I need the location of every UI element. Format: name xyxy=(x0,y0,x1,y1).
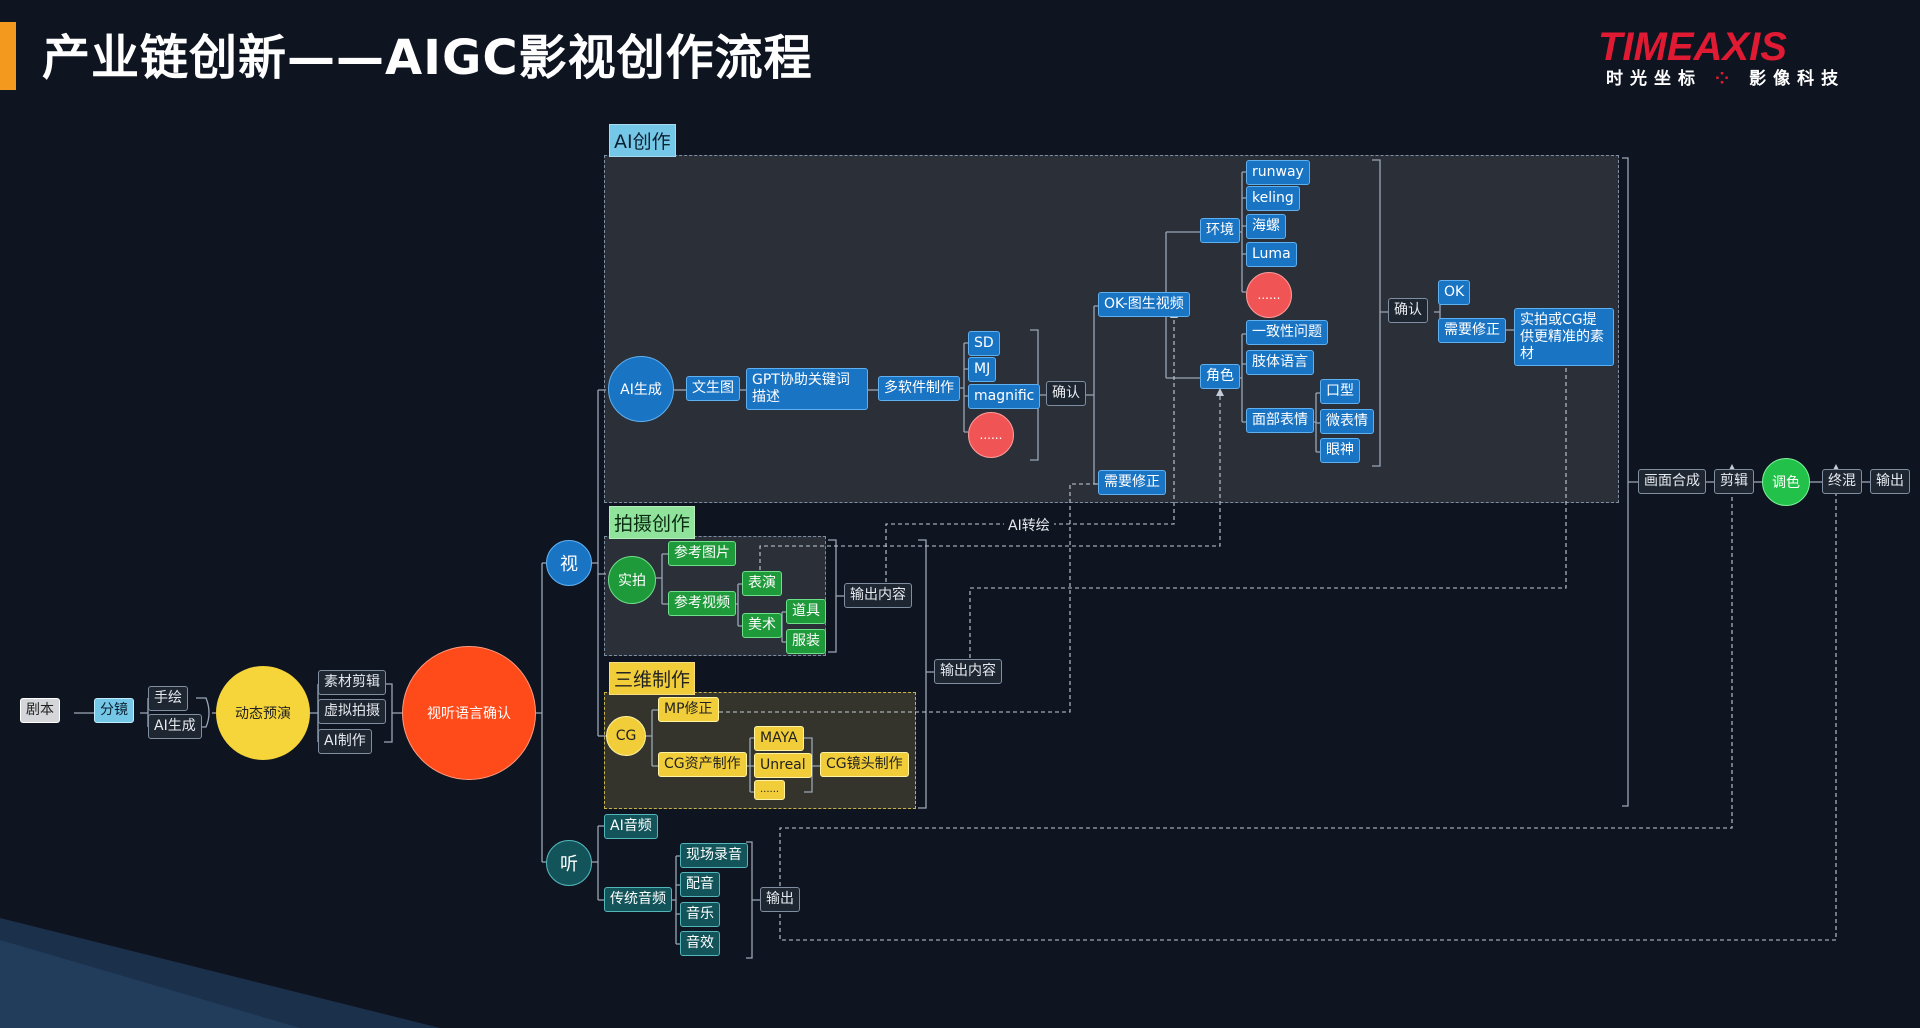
live-shoot-node: 实拍 xyxy=(608,556,656,604)
provide-material-node: 实拍或CG提供更精准的素材 xyxy=(1514,308,1614,367)
need-fix2-node: 需要修正 xyxy=(1438,318,1506,343)
ai-generate-node: AI生成 xyxy=(148,714,202,739)
confirm2-node: 确认 xyxy=(1388,298,1428,323)
face-micro-node: 微表情 xyxy=(1320,409,1374,434)
env-runway-node: runway xyxy=(1246,160,1310,185)
page-title: 产业链创新——AIGC影视创作流程 xyxy=(42,30,813,86)
need-fix-node: 需要修正 xyxy=(1098,470,1166,495)
storyboard-node: 分镜 xyxy=(94,698,134,723)
section-label-shoot: 拍摄创作 xyxy=(609,506,696,539)
traditional-audio-node: 传统音频 xyxy=(604,887,672,912)
env-keling-node: keling xyxy=(1246,186,1300,211)
tool-magnific-node: magnific xyxy=(968,384,1041,409)
edit-node: 剪辑 xyxy=(1714,469,1754,494)
role-body-node: 肢体语言 xyxy=(1246,350,1314,375)
logo-dot-icon: ⁘ xyxy=(1714,69,1737,89)
logo-top-text: TIMEAXIS xyxy=(1598,25,1787,69)
ai-make-node: AI制作 xyxy=(318,729,372,754)
mix-node: 终混 xyxy=(1822,469,1862,494)
face-eyes-node: 眼神 xyxy=(1320,438,1360,463)
logo-bottom-right: 影像科技 xyxy=(1749,69,1846,89)
ok2-node: OK xyxy=(1438,280,1471,305)
cg-shot-node: CG镜头制作 xyxy=(820,752,909,777)
cg-more-node: ...... xyxy=(754,780,786,800)
costume-node: 服装 xyxy=(786,629,826,654)
text-to-image-node: 文生图 xyxy=(686,376,740,401)
cg-asset-node: CG资产制作 xyxy=(658,752,747,777)
audio-sfx-node: 音效 xyxy=(680,931,720,956)
visual-branch-node: 视 xyxy=(546,540,592,586)
ai-audio-node: AI音频 xyxy=(604,814,658,839)
tool-more-node: ...... xyxy=(968,412,1014,458)
env-more-node: ...... xyxy=(1246,272,1292,318)
unreal-node: Unreal xyxy=(754,753,812,778)
perform-node: 表演 xyxy=(742,571,782,596)
audio-output-node: 输出 xyxy=(760,887,800,912)
audio-music-node: 音乐 xyxy=(680,902,720,927)
audio-dub-node: 配音 xyxy=(680,872,720,897)
multi-software-node: 多软件制作 xyxy=(878,376,960,401)
ai-turn-label: AI转绘 xyxy=(1004,515,1054,535)
av-confirm-node: 视听语言确认 xyxy=(402,646,536,780)
role-node: 角色 xyxy=(1200,364,1240,389)
final-output-node: 输出 xyxy=(1870,469,1910,494)
material-edit-node: 素材剪辑 xyxy=(318,670,386,695)
ai-gen-node: AI生成 xyxy=(608,356,674,422)
cg-node: CG xyxy=(606,716,646,756)
section-label-ai: AI创作 xyxy=(609,124,676,157)
hand-draw-node: 手绘 xyxy=(148,686,188,711)
role-consistency-node: 一致性问题 xyxy=(1246,320,1328,345)
ok-img2video-node: OK-图生视频 xyxy=(1098,292,1190,317)
maya-node: MAYA xyxy=(754,726,804,751)
props-node: 道具 xyxy=(786,599,826,624)
compose-node: 画面合成 xyxy=(1638,469,1706,494)
title-accent-bar xyxy=(0,22,16,90)
tool-sd-node: SD xyxy=(968,331,1000,356)
logo-bottom-left: 时光坐标 xyxy=(1606,69,1702,89)
virtual-shoot-node: 虚拟拍摄 xyxy=(318,699,386,724)
timeaxis-logo: TIMEAXIS xyxy=(1598,25,1787,69)
env-luma-node: Luma xyxy=(1246,242,1297,267)
art-node: 美术 xyxy=(742,613,782,638)
ref-video-node: 参考视频 xyxy=(668,591,736,616)
shoot-output-node: 输出内容 xyxy=(844,583,912,608)
grade-node: 调色 xyxy=(1762,458,1810,506)
cg-output-node: 输出内容 xyxy=(934,659,1002,684)
confirm-node: 确认 xyxy=(1046,381,1086,406)
env-hailuo-node: 海螺 xyxy=(1246,214,1286,239)
logo-subtitle: 时光坐标 ⁘ 影像科技 xyxy=(1606,64,1845,89)
previs-node: 动态预演 xyxy=(216,666,310,760)
section-label-3d: 三维制作 xyxy=(609,662,696,695)
audio-live-node: 现场录音 xyxy=(680,843,748,868)
face-mouth-node: 口型 xyxy=(1320,379,1360,404)
role-face-node: 面部表情 xyxy=(1246,408,1314,433)
mp-fix-node: MP修正 xyxy=(658,697,719,722)
audio-branch-node: 听 xyxy=(546,840,592,886)
ref-image-node: 参考图片 xyxy=(668,541,736,566)
env-node: 环境 xyxy=(1200,218,1240,243)
script-node: 剧本 xyxy=(20,698,60,723)
tool-mj-node: MJ xyxy=(968,357,997,382)
gpt-keyword-node: GPT协助关键词描述 xyxy=(746,368,868,410)
